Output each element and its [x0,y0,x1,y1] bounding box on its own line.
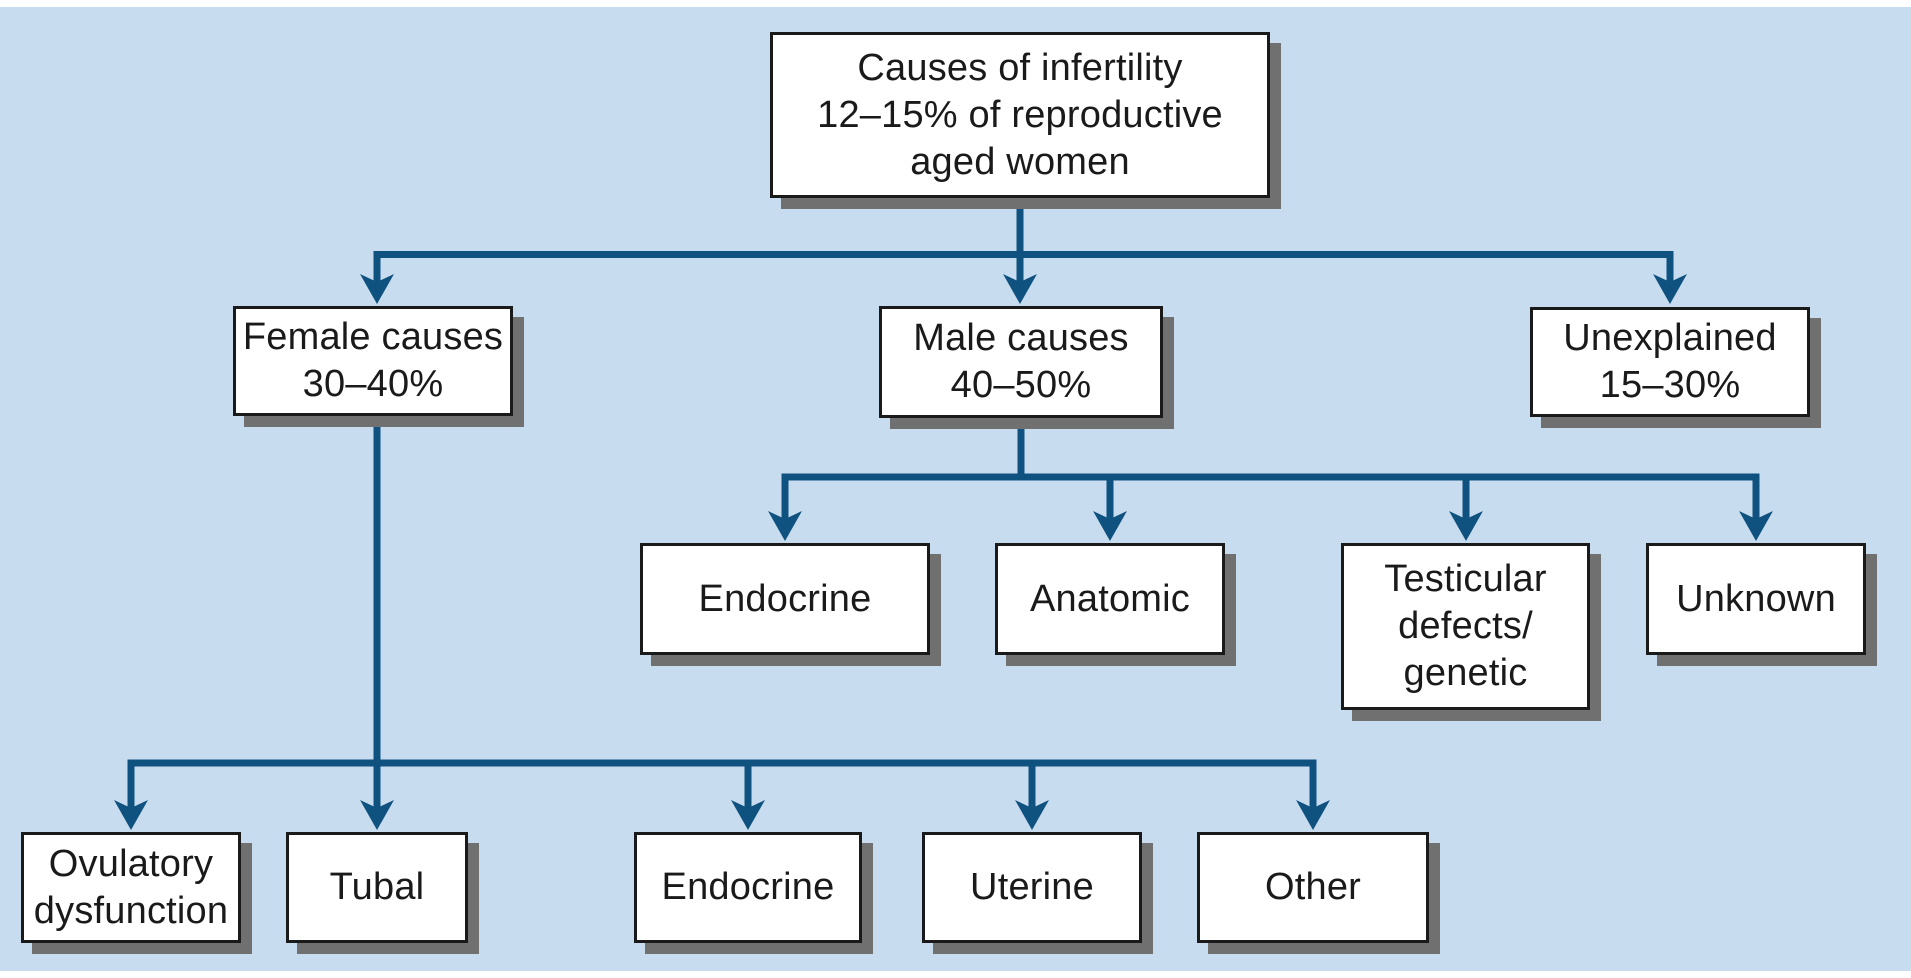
arrowhead-other [1296,800,1330,830]
node-label-line: Testicular [1384,558,1547,600]
arrowhead-female-endocrine [731,800,765,830]
node-label-line: 30–40% [302,363,444,405]
node-male-endocrine: Endocrine [640,543,930,655]
node-label-line: dysfunction [33,889,229,932]
node-label-line: genetic [1403,652,1528,694]
node-label-line: 40–50% [950,364,1092,406]
node-label-line: 15–30% [1599,364,1741,406]
arrowhead-female [360,274,394,304]
node-label-line: 12–15% of reproductive [817,93,1223,136]
arrowhead-testicular [1449,511,1483,541]
arrowhead-tubal [360,800,394,830]
connector-bars [127,198,1760,810]
node-label-line: Endocrine [698,577,872,620]
node-male-causes: Male causes 40–50% [879,306,1163,418]
node-label-line: Unexplained [1563,317,1777,359]
node-female-causes: Female causes 30–40% [233,306,513,416]
arrowhead-male-endocrine [768,511,802,541]
arrowheads [114,274,1773,830]
node-causes-of-infertility: Causes of infertility 12–15% of reproduc… [770,32,1270,198]
node-label-line: Uterine [970,866,1094,908]
node-tubal: Tubal [286,832,468,943]
node-uterine: Uterine [922,832,1142,943]
arrowhead-unexplained [1653,274,1687,304]
node-label-line: Tubal [329,866,425,908]
arrowhead-male [1003,274,1037,304]
arrowhead-unknown [1739,511,1773,541]
node-female-endocrine: Endocrine [634,832,862,943]
node-label-line: defects/ [1398,605,1533,647]
node-unexplained: Unexplained 15–30% [1530,307,1810,417]
node-label-line: Endocrine [661,866,835,908]
node-label-line: Anatomic [1029,577,1190,620]
node-other: Other [1197,832,1429,943]
node-unknown: Unknown [1646,543,1866,655]
node-label-line: Ovulatory [48,842,214,885]
arrowhead-uterine [1015,800,1049,830]
node-label-line: Other [1264,866,1362,908]
node-ovulatory-dysfunction: Ovulatory dysfunction [21,832,241,943]
node-label-line: aged women [910,140,1130,183]
arrowhead-ovulatory [114,800,148,830]
node-anatomic: Anatomic [995,543,1225,655]
node-label-line: Causes of infertility [857,46,1183,89]
node-label-line: Unknown [1676,577,1836,620]
node-testicular-defects-genetic: Testicular defects/ genetic [1341,543,1590,710]
node-label-line: Female causes [242,316,504,358]
arrowhead-anatomic [1093,511,1127,541]
node-label-line: Male causes [913,317,1129,359]
